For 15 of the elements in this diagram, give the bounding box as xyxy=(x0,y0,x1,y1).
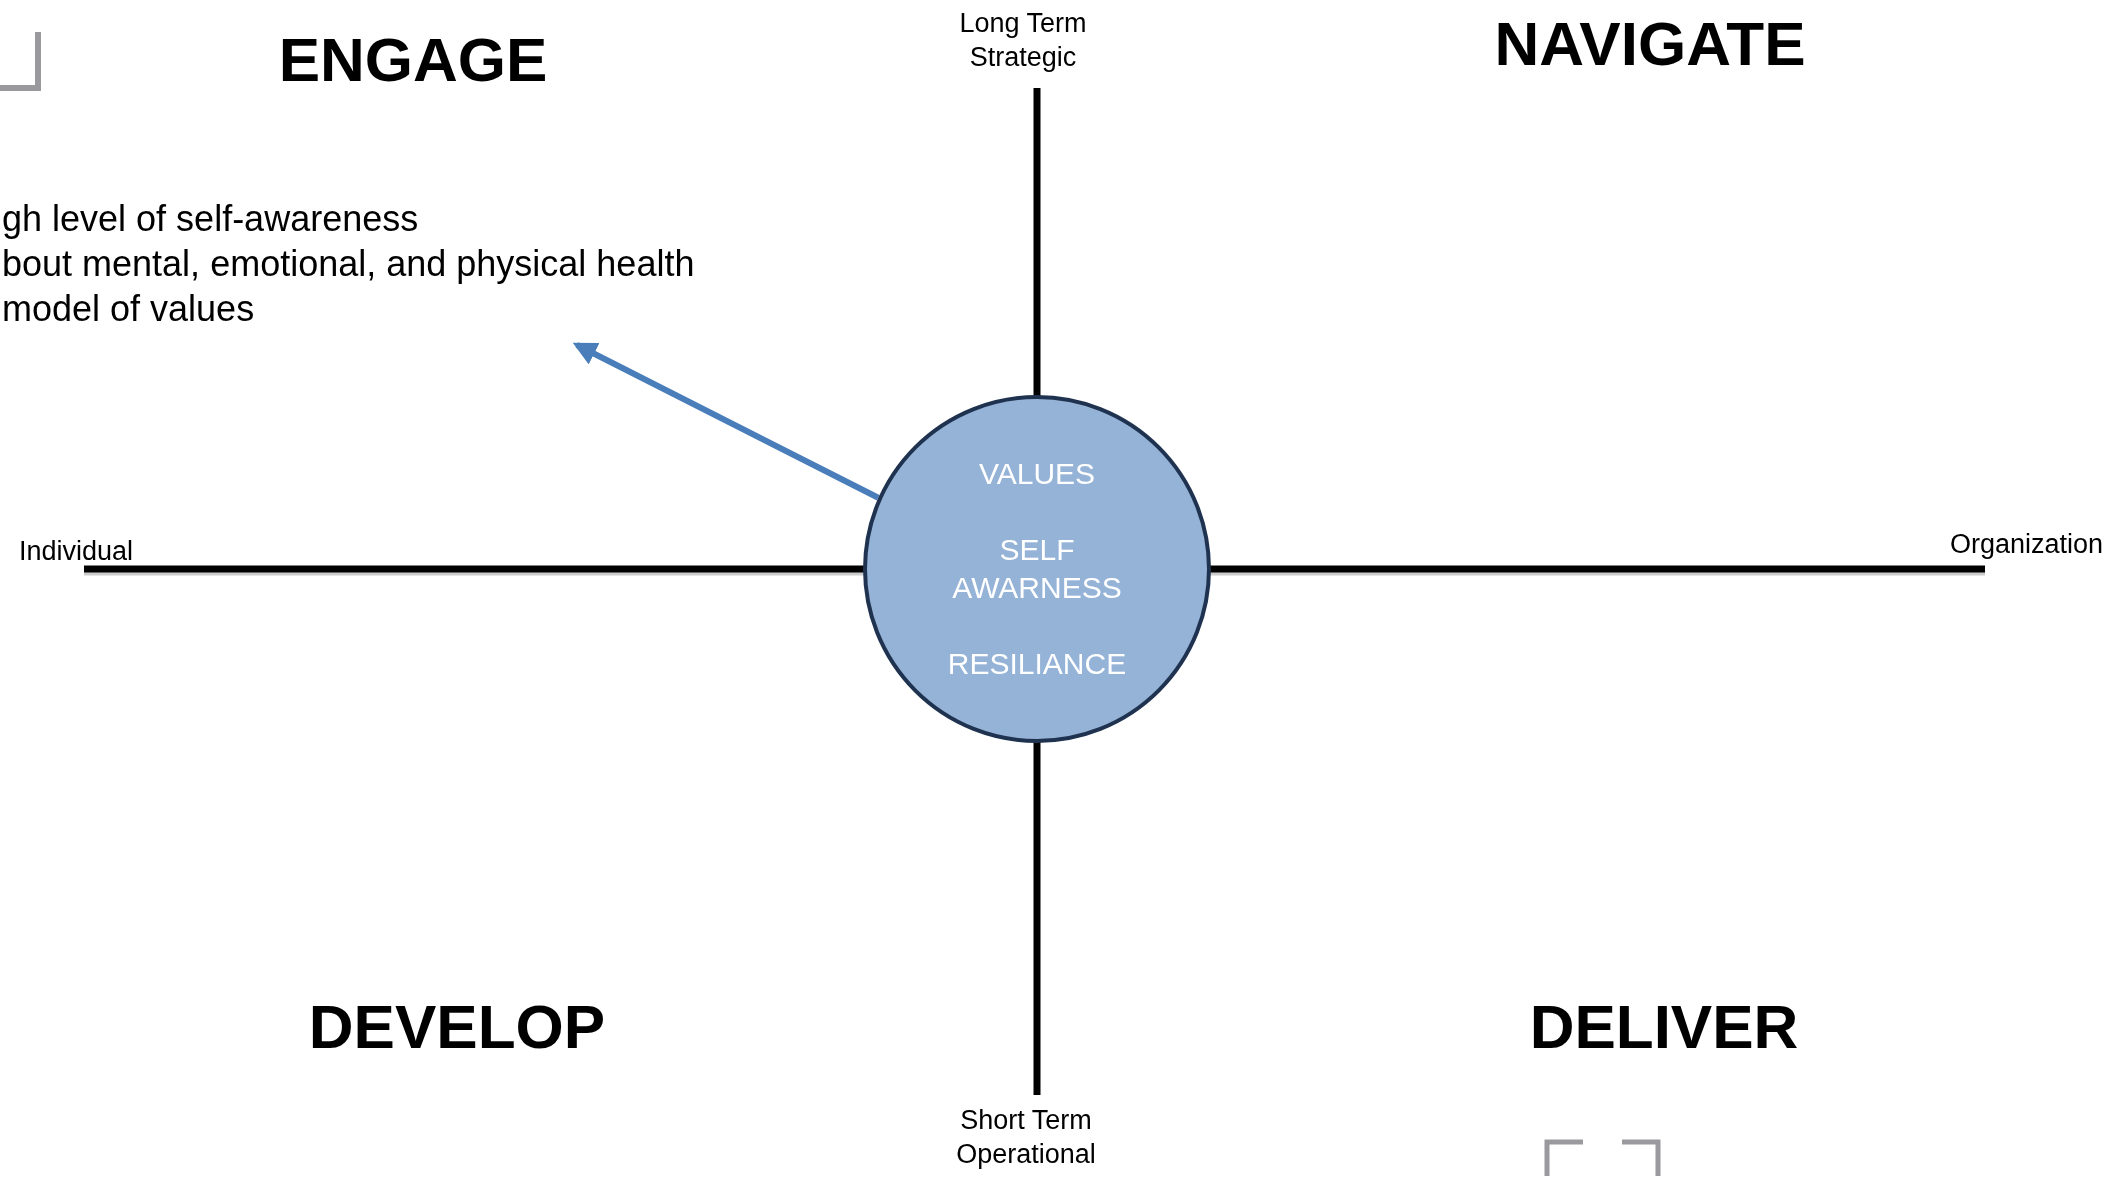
quadrant-heading: ENGAGE xyxy=(277,25,549,95)
quadrant-heading: DEVELOP xyxy=(307,992,607,1062)
quadrant-heading: NAVIGATE xyxy=(1493,9,1807,79)
axis-label: Organization xyxy=(1948,528,2103,561)
axis-label: Long Term Strategic xyxy=(958,7,1088,74)
axis-label: Short Term Operational xyxy=(955,1104,1097,1171)
quadrant-heading: DELIVER xyxy=(1528,992,1800,1062)
text-line: model of values xyxy=(2,287,256,331)
circle-text: VALUES xyxy=(977,456,1097,492)
circle-text: RESILIANCE xyxy=(946,646,1128,682)
text-line: gh level of self-awareness xyxy=(2,197,420,241)
circle-text: SELF AWARNESS xyxy=(951,532,1123,606)
text-line: bout mental, emotional, and physical health xyxy=(2,242,696,286)
arrow xyxy=(572,342,880,501)
axis-label: Individual xyxy=(19,535,135,568)
